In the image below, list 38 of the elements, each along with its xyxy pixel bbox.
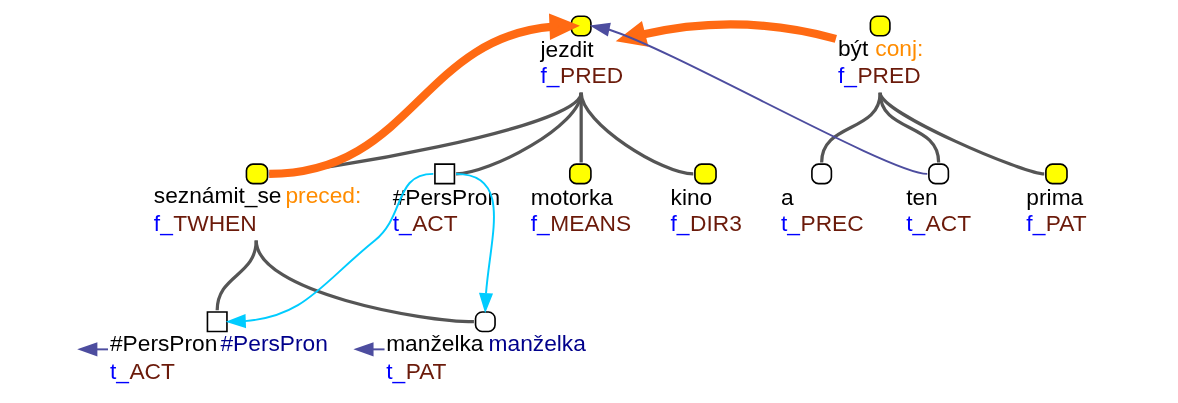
arrow — [589, 22, 929, 175]
node-label: ten — [906, 184, 938, 211]
node-label: prima — [1026, 184, 1084, 211]
node-label: f_DIR3 — [670, 210, 742, 237]
connector — [455, 92, 583, 176]
node-label: t_ACT — [109, 357, 175, 384]
node-label: f_MEANS — [530, 210, 632, 237]
connector — [579, 92, 694, 176]
node-label: kino — [670, 184, 713, 211]
node-label: f_PRED — [837, 62, 921, 89]
arrow — [268, 13, 580, 178]
arrow — [225, 172, 435, 329]
node-label: t_ACT — [906, 210, 972, 237]
arrow — [77, 342, 109, 357]
node-label: motorka — [530, 184, 613, 211]
node-label: #PersPron — [220, 330, 328, 357]
node-label: t_PAT — [386, 357, 447, 384]
connector — [254, 240, 474, 324]
node-label: #PersPron — [109, 330, 218, 357]
node-label: conj: — [875, 34, 924, 61]
node-label: preced: — [285, 182, 362, 209]
node-label: f_TWHEN — [153, 210, 257, 237]
connector — [215, 240, 258, 311]
connector — [878, 91, 1045, 176]
node-label: f_PAT — [1026, 210, 1087, 237]
node-label: manželka — [488, 330, 586, 357]
node-label: manželka — [386, 330, 484, 357]
arrow — [455, 172, 495, 314]
node-label: seznámit_se — [153, 182, 282, 209]
node-label: f_PRED — [540, 62, 624, 89]
arrow — [353, 342, 386, 357]
node-label: t_ACT — [392, 210, 458, 237]
arrow — [615, 20, 837, 47]
node-label: a — [781, 184, 794, 211]
node-label: jezdit — [540, 36, 594, 63]
node-label: t_PREC — [781, 210, 864, 237]
node-label: být — [837, 34, 869, 61]
connector — [820, 92, 882, 163]
